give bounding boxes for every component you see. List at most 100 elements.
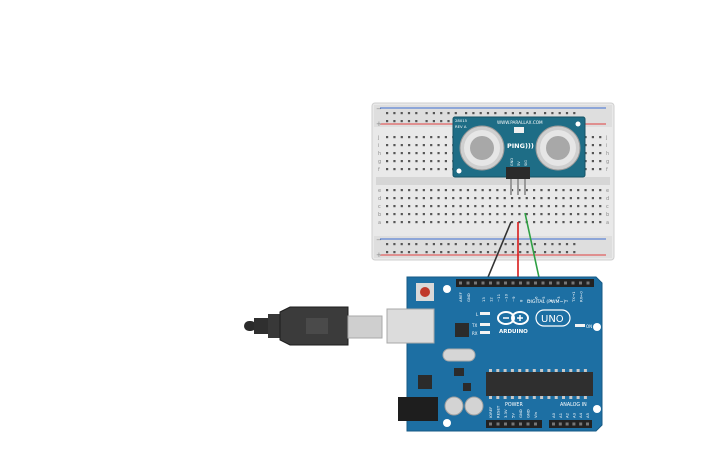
analog-header-holes[interactable]	[552, 422, 589, 426]
breadboard-hole[interactable]	[599, 221, 602, 224]
breadboard-hole[interactable]	[408, 160, 411, 163]
breadboard-hole[interactable]	[584, 160, 587, 163]
breadboard-hole[interactable]	[393, 197, 396, 200]
breadboard-hole[interactable]	[591, 152, 594, 155]
breadboard-hole[interactable]	[430, 205, 433, 208]
rail-hole[interactable]	[432, 120, 435, 123]
breadboard-hole[interactable]	[599, 144, 602, 147]
breadboard-hole[interactable]	[459, 205, 462, 208]
lower-terminal-holes[interactable]	[386, 189, 602, 224]
breadboard-hole[interactable]	[400, 160, 403, 163]
header-pin-socket[interactable]	[571, 281, 575, 285]
digital-header-holes[interactable]	[459, 281, 590, 285]
breadboard-hole[interactable]	[415, 197, 418, 200]
rail-hole[interactable]	[551, 243, 554, 246]
breadboard-hole[interactable]	[503, 189, 506, 192]
header-pin-socket[interactable]	[466, 281, 470, 285]
rail-hole[interactable]	[558, 251, 561, 254]
breadboard-hole[interactable]	[577, 197, 580, 200]
breadboard-hole[interactable]	[430, 213, 433, 216]
breadboard-hole[interactable]	[488, 197, 492, 200]
breadboard-hole[interactable]	[488, 189, 492, 192]
breadboard-hole[interactable]	[452, 205, 455, 208]
rail-hole[interactable]	[479, 251, 482, 254]
breadboard-hole[interactable]	[430, 197, 433, 200]
breadboard-hole[interactable]	[430, 144, 433, 147]
breadboard-hole[interactable]	[525, 205, 528, 208]
breadboard-hole[interactable]	[437, 221, 440, 224]
breadboard-hole[interactable]	[430, 152, 433, 155]
breadboard-hole[interactable]	[437, 168, 440, 171]
breadboard-hole[interactable]	[518, 189, 521, 192]
breadboard-hole[interactable]	[555, 213, 558, 216]
breadboard-hole[interactable]	[415, 144, 418, 147]
breadboard-hole[interactable]	[466, 221, 470, 224]
breadboard-hole[interactable]	[540, 213, 543, 216]
breadboard-hole[interactable]	[584, 189, 587, 192]
breadboard-hole[interactable]	[408, 136, 411, 139]
breadboard-hole[interactable]	[444, 160, 447, 163]
breadboard-hole[interactable]	[437, 213, 440, 216]
breadboard-hole[interactable]	[518, 197, 521, 200]
breadboard-hole[interactable]	[386, 213, 389, 216]
breadboard-hole[interactable]	[386, 221, 389, 224]
breadboard-hole[interactable]	[437, 197, 440, 200]
breadboard-hole[interactable]	[408, 152, 411, 155]
rail-hole[interactable]	[558, 112, 561, 115]
breadboard-hole[interactable]	[577, 213, 580, 216]
breadboard-hole[interactable]	[393, 144, 396, 147]
rail-hole[interactable]	[440, 112, 443, 115]
rail-hole[interactable]	[425, 112, 428, 115]
breadboard-hole[interactable]	[444, 189, 447, 192]
sensor-pin-gnd[interactable]	[510, 179, 512, 195]
breadboard-hole[interactable]	[422, 168, 425, 171]
breadboard-hole[interactable]	[430, 168, 433, 171]
breadboard-hole[interactable]	[459, 221, 462, 224]
breadboard-hole[interactable]	[584, 168, 587, 171]
rail-hole[interactable]	[504, 243, 507, 246]
sensor-pin-sig[interactable]	[524, 179, 526, 195]
breadboard-hole[interactable]	[393, 189, 396, 192]
breadboard-hole[interactable]	[599, 205, 602, 208]
breadboard-hole[interactable]	[562, 221, 565, 224]
rail-hole[interactable]	[494, 251, 497, 254]
breadboard-hole[interactable]	[503, 213, 506, 216]
breadboard-hole[interactable]	[386, 168, 389, 171]
breadboard-hole[interactable]	[599, 213, 602, 216]
breadboard-hole[interactable]	[496, 197, 499, 200]
header-pin-socket[interactable]	[481, 281, 485, 285]
rail-hole[interactable]	[533, 251, 536, 254]
breadboard-hole[interactable]	[444, 197, 447, 200]
rail-hole[interactable]	[393, 112, 396, 115]
breadboard-hole[interactable]	[518, 221, 521, 224]
breadboard-hole[interactable]	[393, 213, 396, 216]
rail-hole[interactable]	[526, 243, 529, 246]
breadboard-hole[interactable]	[415, 189, 418, 192]
rail-hole[interactable]	[415, 251, 418, 254]
breadboard-hole[interactable]	[540, 221, 543, 224]
breadboard-hole[interactable]	[466, 205, 470, 208]
header-pin-socket[interactable]	[549, 281, 552, 285]
wire-signal-green[interactable]	[524, 212, 541, 283]
rail-hole[interactable]	[447, 243, 450, 246]
rail-hole[interactable]	[519, 112, 522, 115]
breadboard-hole[interactable]	[584, 221, 587, 224]
breadboard-hole[interactable]	[386, 189, 389, 192]
breadboard-hole[interactable]	[525, 213, 528, 216]
rail-hole[interactable]	[486, 243, 490, 246]
header-pin-socket[interactable]	[489, 422, 492, 426]
header-pin-socket[interactable]	[564, 281, 567, 285]
rail-hole[interactable]	[400, 243, 403, 246]
breadboard-hole[interactable]	[533, 189, 536, 192]
rail-hole[interactable]	[519, 251, 522, 254]
rail-hole[interactable]	[526, 251, 529, 254]
rail-hole[interactable]	[519, 243, 522, 246]
analog-header[interactable]	[549, 420, 592, 428]
rail-hole[interactable]	[447, 112, 450, 115]
breadboard-hole[interactable]	[437, 136, 440, 139]
breadboard-hole[interactable]	[452, 221, 455, 224]
header-pin-socket[interactable]	[579, 281, 582, 285]
breadboard-hole[interactable]	[569, 189, 572, 192]
breadboard-hole[interactable]	[584, 213, 587, 216]
rail-hole[interactable]	[393, 251, 396, 254]
